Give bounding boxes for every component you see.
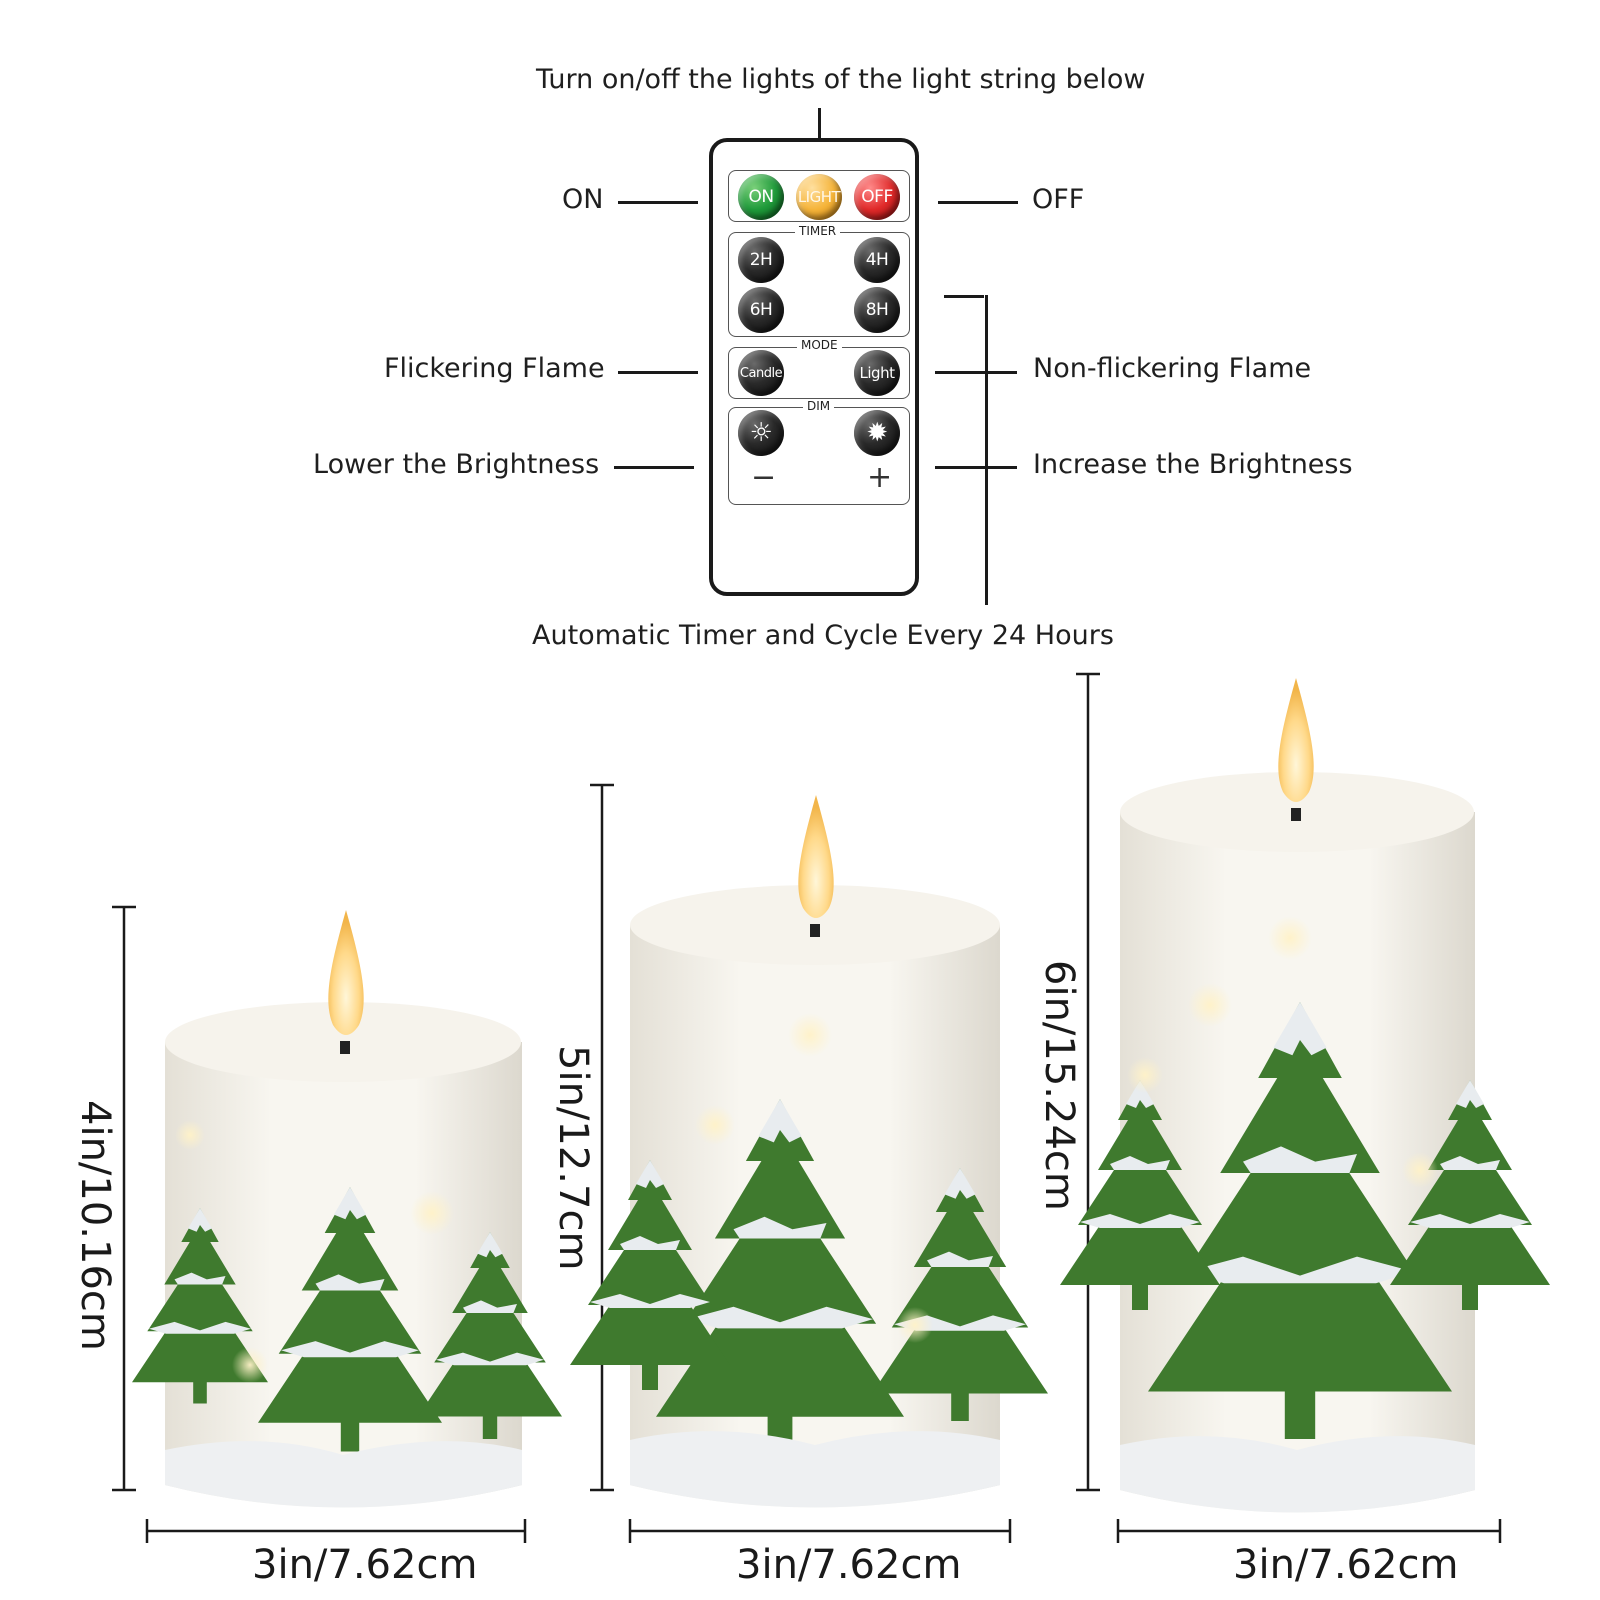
callout-light-string: Turn on/off the lights of the light stri… [536,64,1146,95]
callout-line-timer-bracket [944,295,984,298]
timer-6h-button[interactable]: 6H [738,287,784,333]
timer-4h-button[interactable]: 4H [854,237,900,283]
light-button[interactable]: LIGHT [796,174,842,220]
timer-title: TIMER [795,224,841,238]
sun-filled-icon: ✹ [866,418,888,448]
candle-2-width-label: 3in/7.62cm [736,1542,962,1588]
candle-1-width-label: 3in/7.62cm [252,1542,478,1588]
on-button[interactable]: ON [738,174,784,220]
callout-line-timer-vertical [985,295,988,605]
dim-down-button[interactable]: ☼ [738,410,784,456]
callout-line-top [818,108,821,138]
timer-2h-button[interactable]: 2H [738,237,784,283]
sun-outline-icon: ☼ [749,418,773,448]
mode-title: MODE [797,338,842,352]
callout-line-flickering [618,371,698,374]
callout-off: OFF [1032,184,1085,215]
candle-mode-button[interactable]: Candle [738,350,784,396]
callout-flickering-flame: Flickering Flame [384,353,605,384]
dim-up-button[interactable]: ✹ [854,410,900,456]
dim-minus-label: − [751,460,777,495]
callout-line-lower [614,466,694,469]
callout-on: ON [562,184,604,215]
candle-2 [570,795,1048,1508]
candle-1 [132,910,562,1508]
callout-increase-brightness: Increase the Brightness [1033,449,1353,480]
candle-3-width-label: 3in/7.62cm [1233,1542,1459,1588]
callout-line-off [938,201,1018,204]
callout-timer-cycle: Automatic Timer and Cycle Every 24 Hours [532,620,1114,651]
callout-non-flickering-flame: Non-flickering Flame [1033,353,1312,384]
callout-lower-brightness: Lower the Brightness [313,449,600,480]
power-panel [728,170,910,222]
callout-line-increase [935,466,1017,469]
candle-3 [1060,678,1550,1513]
callout-line-non-flickering [935,371,1017,374]
remote-control: ON LIGHT OFF TIMER 2H 4H 6H 8H MODE Cand… [709,138,919,596]
dim-title: DIM [803,399,835,413]
light-mode-button[interactable]: Light [854,350,900,396]
off-button[interactable]: OFF [854,174,900,220]
dim-plus-label: + [867,460,893,495]
callout-line-on [618,201,698,204]
timer-8h-button[interactable]: 8H [854,287,900,333]
